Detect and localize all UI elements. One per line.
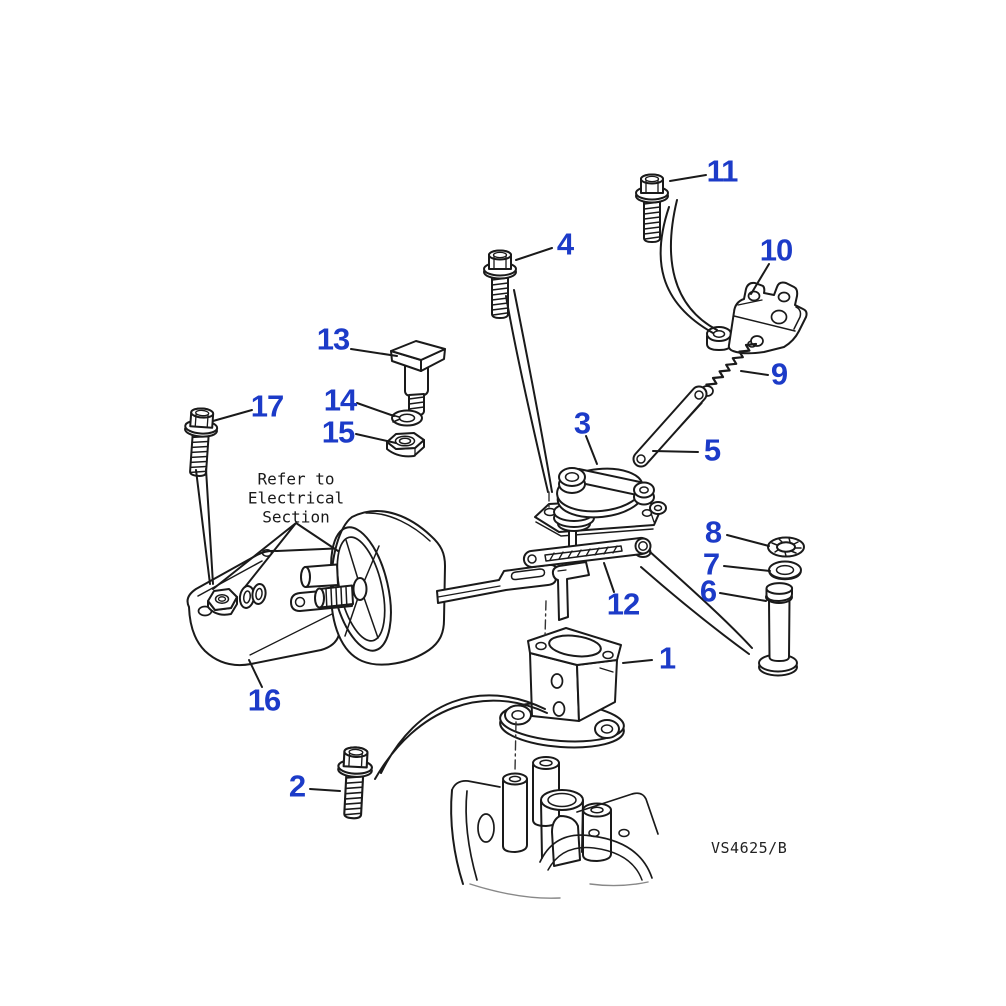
fork-piece-drawing: [551, 561, 590, 621]
part-lock-washer-14: [391, 409, 423, 427]
callout-13: 13: [316, 321, 350, 357]
part-mounting-bracket-1: [499, 627, 625, 749]
callout-9: 9: [770, 356, 788, 392]
manifold-base-drawing: [450, 756, 659, 899]
electrical-note-line-2: Electrical: [247, 488, 345, 508]
part-bracket-10: [706, 281, 808, 355]
electrical-note-line-3: Section: [262, 507, 330, 527]
part-nut-15: [386, 432, 425, 458]
actuator-rod: [436, 563, 558, 604]
callout-17: 17: [250, 388, 284, 424]
callout-2: 2: [288, 768, 306, 804]
callout-11: 11: [706, 153, 739, 189]
callout-leader-lines: [212, 174, 771, 792]
callout-7: 7: [702, 546, 720, 582]
callout-5: 5: [703, 432, 721, 468]
centre-lines: [514, 491, 550, 772]
callout-1: 1: [658, 640, 676, 676]
part-lock-washer-8: [767, 536, 805, 558]
callout-16: 16: [247, 682, 281, 718]
pointer-curves: [195, 199, 753, 780]
part-lever-5: [632, 385, 708, 468]
part-clevis-pin-6: [758, 582, 798, 677]
callout-8: 8: [704, 514, 722, 550]
callout-12: 12: [606, 586, 640, 622]
callout-14: 14: [323, 382, 357, 418]
electrical-note-line-1: Refer to: [257, 469, 335, 489]
callout-4: 4: [556, 226, 574, 262]
part-bolt-17: [180, 406, 220, 479]
electrical-washer-b: [251, 583, 267, 605]
part-cam-assembly-3: [534, 467, 667, 571]
note-leader-lines: [212, 522, 339, 590]
part-shoulder-bolt-13: [390, 340, 446, 417]
part-plain-washer-7: [768, 560, 802, 581]
drawing-code: VS4625/B: [711, 839, 788, 857]
callout-15: 15: [321, 414, 355, 450]
part-bolt-2: [334, 745, 375, 821]
callout-10: 10: [759, 232, 793, 268]
callout-6: 6: [699, 573, 717, 609]
callout-3: 3: [573, 405, 591, 441]
part-bolt-4: [483, 249, 517, 319]
electrical-note: Refer to Electrical Section: [248, 470, 344, 527]
part-link-12: [522, 536, 652, 569]
